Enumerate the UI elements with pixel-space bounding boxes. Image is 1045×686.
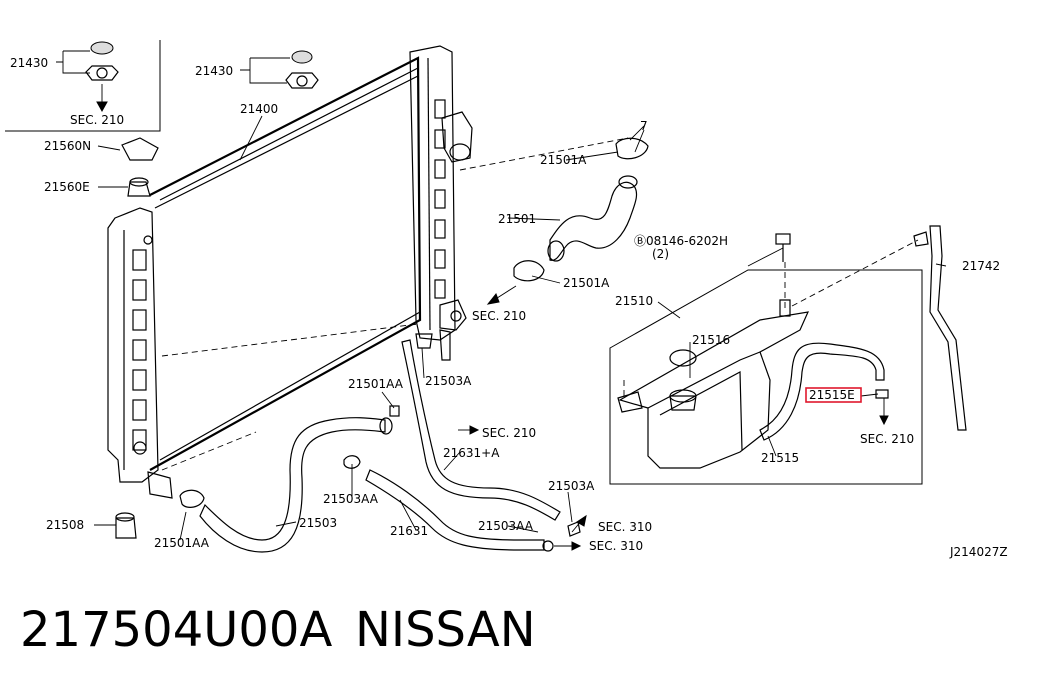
- label-21501A-mid: 21501A: [563, 276, 610, 290]
- label-21430-box: 21430: [10, 56, 48, 70]
- label-21503A-bot: 21503A: [548, 479, 595, 493]
- leader-lines: [94, 115, 947, 541]
- label-21501A-top: 21501A: [540, 153, 587, 167]
- label-21508: 21508: [46, 518, 84, 532]
- radiator-core: [149, 56, 422, 471]
- dash-lines: [161, 137, 919, 471]
- label-21560N: 21560N: [44, 139, 91, 153]
- direction-arrows: [458, 285, 889, 551]
- highlight-21515E: [805, 387, 862, 403]
- label-21510: 21510: [615, 294, 653, 308]
- label-21516: 21516: [692, 333, 730, 347]
- reservoir-box: [609, 269, 923, 485]
- label-21501AA-top: 21501AA: [348, 377, 404, 391]
- label-21430: 21430: [195, 64, 233, 78]
- radiator-right-tank: [409, 45, 473, 361]
- bolt-icon: [775, 233, 791, 262]
- label-bolt-qty: (2): [652, 247, 669, 261]
- radiator-cap-icon: [285, 50, 319, 89]
- label-21631A: 21631+A: [443, 446, 500, 460]
- label-7: 7: [640, 119, 648, 133]
- mount-bracket-icon: [115, 137, 159, 539]
- overflow-pipe-icon: [929, 225, 967, 431]
- label-21501: 21501: [498, 212, 536, 226]
- label-21503AA-bot: 21503AA: [478, 519, 534, 533]
- label-21501AA-bot: 21501AA: [154, 536, 210, 550]
- inset-bracket: [56, 50, 90, 74]
- reservoir-hose-icon: [759, 342, 885, 441]
- clip-21515E-icon: [875, 389, 889, 399]
- label-21560E: 21560E: [44, 180, 90, 194]
- inset-box: [5, 40, 161, 132]
- label-21515E: 21515E: [809, 388, 855, 402]
- lower-hose-icon: [147, 405, 400, 553]
- label-21503A-top: 21503A: [425, 374, 472, 388]
- bleed-hose-icon: [365, 333, 581, 552]
- label-21400: 21400: [240, 102, 278, 116]
- reservoir-tank-icon: [617, 299, 810, 469]
- label-sec210-box: SEC. 210: [70, 113, 124, 127]
- footer-brand: NISSAN: [355, 602, 536, 658]
- label-sec210-right: SEC. 210: [860, 432, 914, 446]
- footer-part-number: 217504U00A: [20, 602, 332, 658]
- label-21742: 21742: [962, 259, 1000, 273]
- label-21503: 21503: [299, 516, 337, 530]
- leader-21501A-top: [629, 125, 645, 153]
- label-sec310-bot: SEC. 310: [589, 539, 643, 553]
- label-bolt: Ⓑ08146-6202H: [634, 234, 728, 248]
- overflow-pipe-clamp: [913, 231, 929, 247]
- label-21631: 21631: [390, 524, 428, 538]
- cap-bracket: [240, 57, 290, 84]
- label-sec210-low: SEC. 210: [482, 426, 536, 440]
- radiator-left-tank: [107, 207, 159, 483]
- upper-hose-icon: [513, 137, 649, 282]
- label-21515: 21515: [761, 451, 799, 465]
- inset-cap-icon: [85, 41, 119, 113]
- label-sec210-mid: SEC. 210: [472, 309, 526, 323]
- label-21503AA-top: 21503AA: [323, 492, 379, 506]
- label-sec310-top: SEC. 310: [598, 520, 652, 534]
- label-diagram-id: J214027Z: [949, 545, 1008, 559]
